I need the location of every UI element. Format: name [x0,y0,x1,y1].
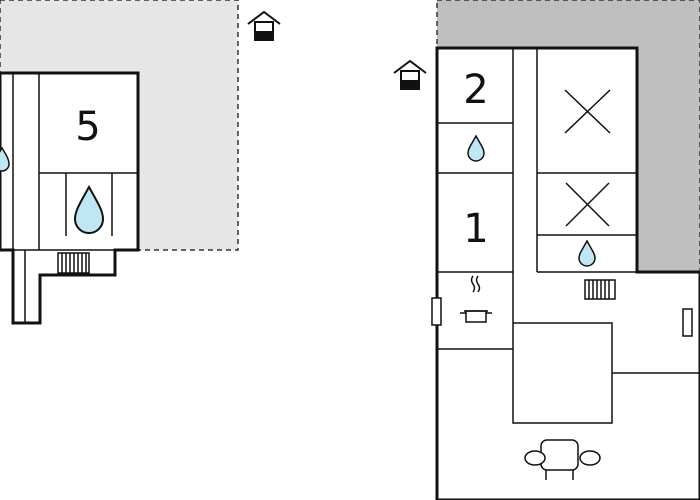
water-drop-icon [467,134,485,162]
window-icon [682,308,693,337]
window-icon [431,297,442,326]
water-drop-icon [0,146,10,172]
water-drop-icon [578,239,596,267]
cooking-pot-icon [460,275,492,323]
room-number-1: 1 [463,206,488,252]
room-number-2: 2 [463,67,488,113]
water-drop-icon [73,184,105,234]
sofa-icon [524,439,601,480]
radiator-icon [57,252,90,274]
right-building-outline [435,46,700,500]
radiator-icon [584,279,616,300]
room-number-5: 5 [75,104,100,150]
room-5: 5 [75,104,100,150]
left-building [0,71,140,325]
house-entrance-icon [393,59,427,90]
house-entrance-icon [247,10,281,41]
right-building [435,46,700,500]
left-building-walls [0,73,138,323]
left-building-outline [0,71,140,325]
right-building-walls [437,48,700,424]
bed-cross-icon [565,182,610,227]
bed-cross-icon [564,89,611,134]
